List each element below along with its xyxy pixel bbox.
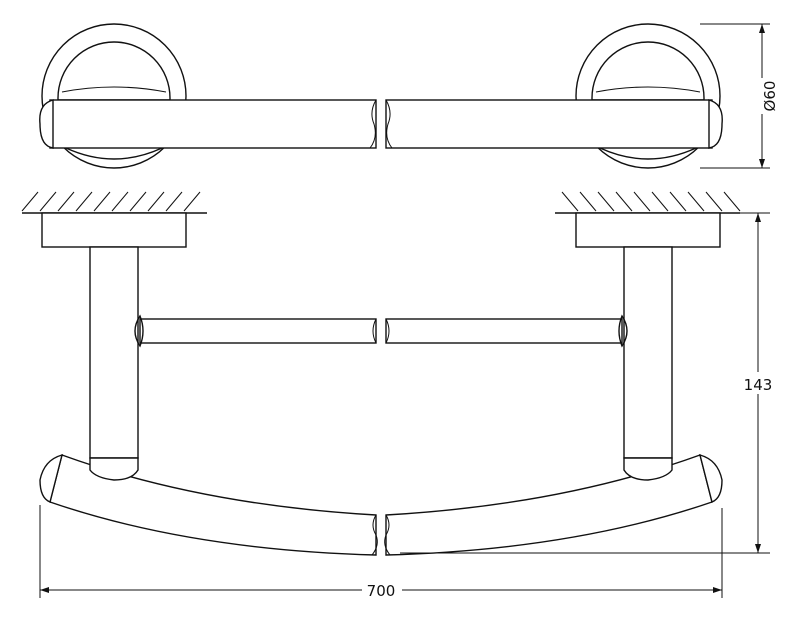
height-dimension: 143 xyxy=(400,212,776,554)
width-dimension: 700 xyxy=(39,505,723,600)
height-label: 143 xyxy=(744,376,773,394)
width-label: 700 xyxy=(367,582,396,600)
left-bracket xyxy=(21,23,379,556)
diameter-label: Ø60 xyxy=(761,81,779,112)
diameter-dimension: Ø60 xyxy=(700,23,779,169)
right-bracket xyxy=(383,23,741,556)
